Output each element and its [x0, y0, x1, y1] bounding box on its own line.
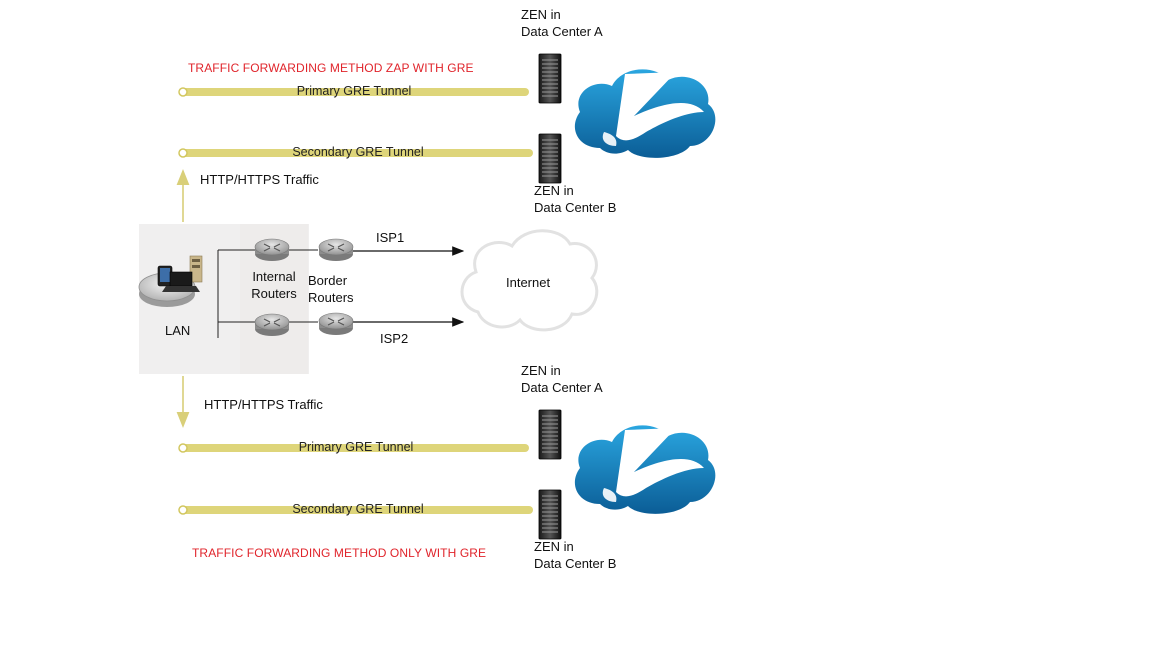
bottom-primary-tunnel-label: Primary GRE Tunnel: [298, 440, 414, 454]
zscaler-cloud-icon: [574, 69, 716, 158]
internal-router-icon: [254, 313, 290, 336]
bottom-method-label: TRAFFIC FORWARDING METHOD ONLY WITH GRE: [192, 546, 487, 560]
internal-router-icon: [254, 238, 290, 261]
top-primary-tunnel-label: Primary GRE Tunnel: [296, 84, 412, 98]
bottom-zen-a-label: ZEN in Data Center A: [521, 363, 603, 395]
bottom-primary-tunnel: [178, 443, 529, 453]
server-icon: [538, 489, 562, 540]
server-icon: [538, 53, 562, 104]
lan-label: LAN: [165, 323, 191, 338]
server-icon: [538, 133, 562, 184]
zscaler-cloud-icon: [574, 425, 716, 514]
top-secondary-tunnel-label: Secondary GRE Tunnel: [292, 145, 424, 159]
bottom-traffic-label: HTTP/HTTPS Traffic: [204, 397, 323, 412]
border-routers-label: Border Routers: [308, 273, 354, 305]
bottom-secondary-tunnel: [178, 505, 533, 515]
top-zen-a-label: ZEN in Data Center A: [521, 7, 603, 39]
server-icon: [538, 409, 562, 460]
internal-routers-label: Internal Routers: [251, 269, 297, 301]
border-router-icon: [318, 312, 354, 335]
top-primary-tunnel: [178, 87, 529, 97]
internet-label: Internet: [506, 275, 551, 290]
isp2-label: ISP2: [380, 331, 409, 346]
top-method-label: TRAFFIC FORWARDING METHOD ZAP WITH GRE: [188, 61, 474, 75]
bottom-zen-b-label: ZEN in Data Center B: [534, 539, 617, 571]
internet-cloud-icon: [460, 229, 599, 332]
top-secondary-tunnel: [178, 148, 533, 158]
top-zen-b-label: ZEN in Data Center B: [534, 183, 617, 215]
bottom-secondary-tunnel-label: Secondary GRE Tunnel: [292, 502, 424, 516]
border-router-icon: [318, 238, 354, 261]
isp1-label: ISP1: [376, 230, 405, 245]
top-traffic-label: HTTP/HTTPS Traffic: [200, 172, 319, 187]
lan-icon: [138, 255, 203, 307]
